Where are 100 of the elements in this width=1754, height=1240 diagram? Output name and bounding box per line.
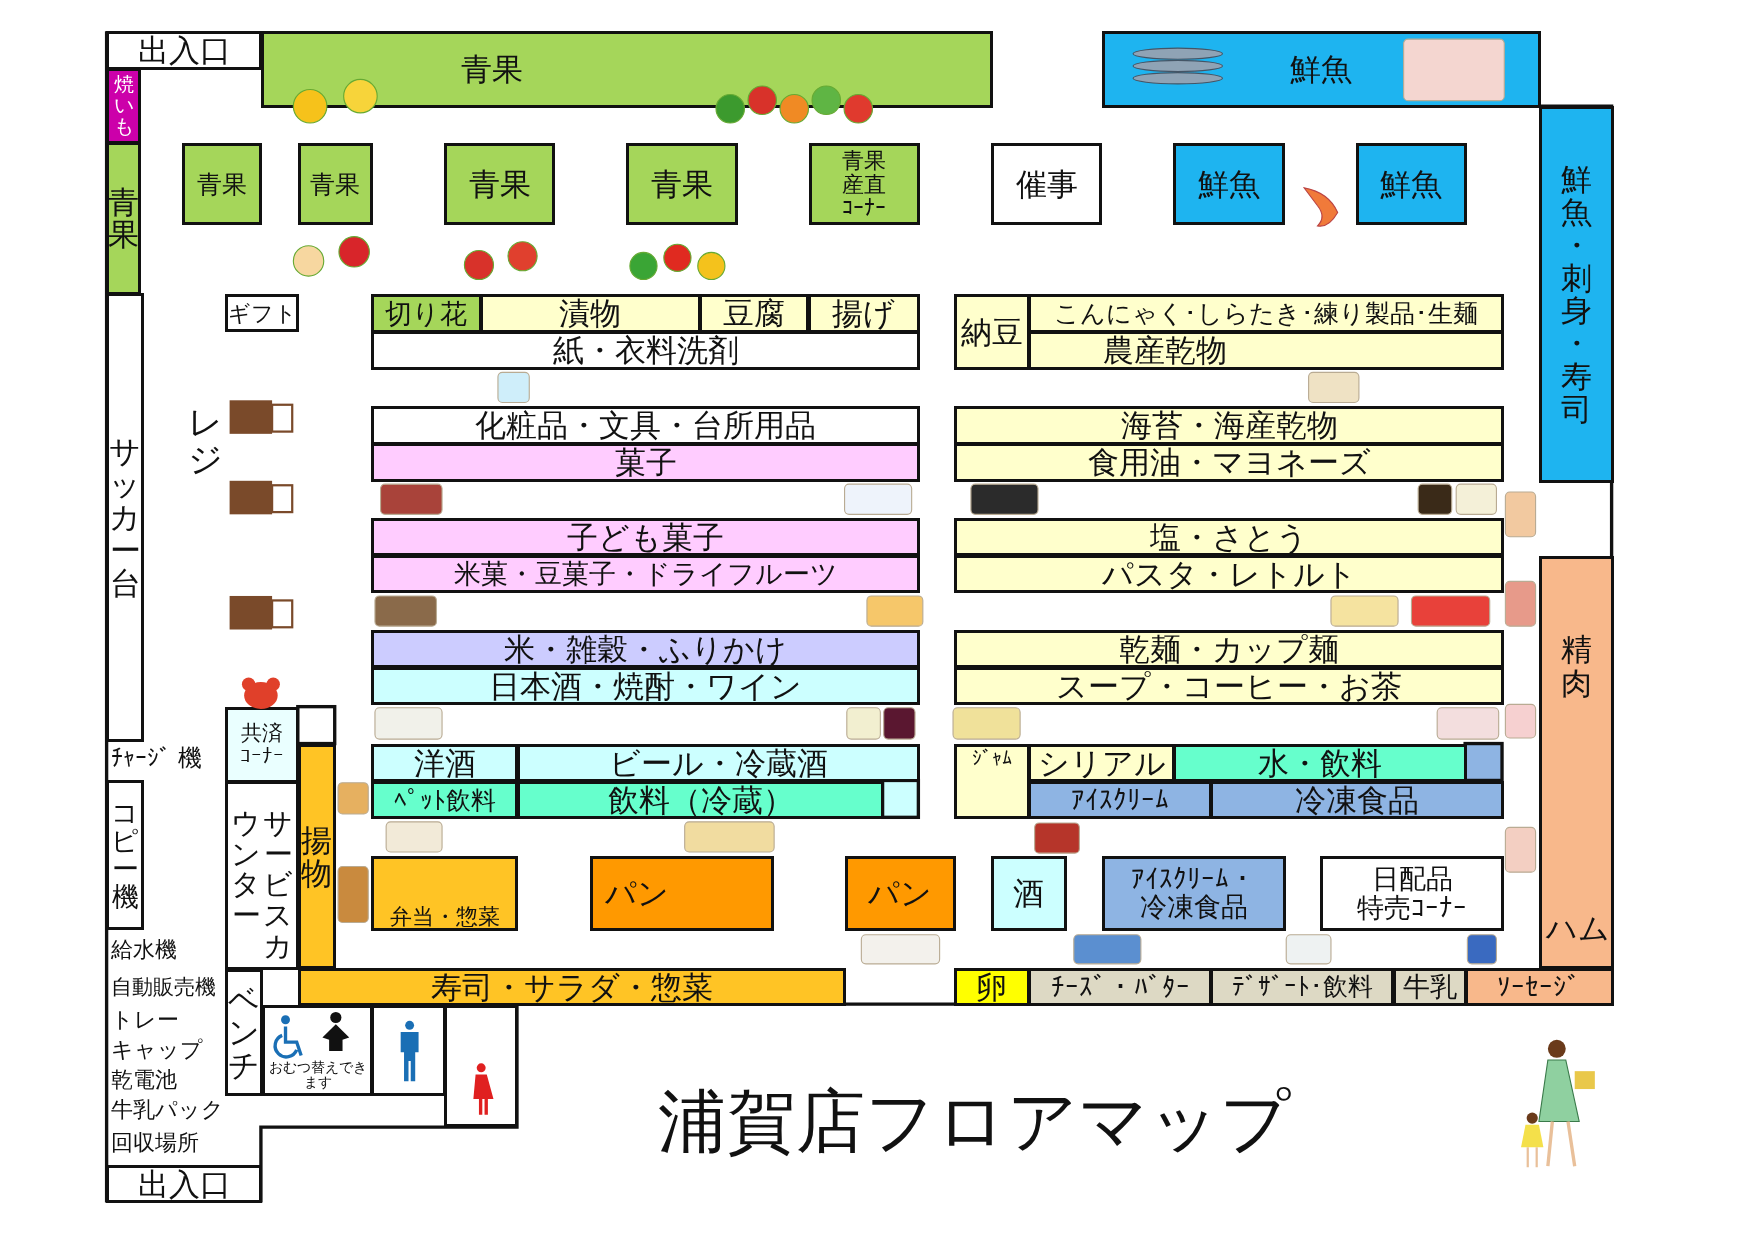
shelf-box xyxy=(954,517,1504,557)
area-label: 青果 xyxy=(108,185,140,252)
machine-label: 自動販売機 xyxy=(110,975,216,999)
area-label: 塩・さとう xyxy=(1150,520,1309,555)
area-label: 青果 xyxy=(651,167,714,202)
area-label: ハム xyxy=(1545,911,1610,946)
area-label: 冷凍食品 xyxy=(1295,782,1420,818)
shelf-box xyxy=(1028,331,1504,370)
area-label: コピー機 xyxy=(111,798,139,912)
womens-restroom xyxy=(444,1004,519,1127)
area-label: 納豆 xyxy=(960,314,1023,350)
shelf-box xyxy=(371,629,921,669)
fish-shelf xyxy=(1355,143,1468,226)
freezer-box xyxy=(1101,855,1286,932)
produce-shelf xyxy=(626,143,738,226)
area-label: 青果産直ｺｰﾅｰ xyxy=(841,149,888,220)
bread-shelf xyxy=(589,855,774,932)
area-label: おむつ替えできます xyxy=(269,1060,368,1091)
area-label: パン xyxy=(868,876,933,911)
meat-counter xyxy=(1539,556,1614,970)
area-label: 寿司・サラダ・惣菜 xyxy=(430,969,713,1005)
area-label: 日配品 xyxy=(1371,863,1453,894)
area-label: 飲料（冷蔵） xyxy=(607,782,794,818)
area-label: 鮮魚 xyxy=(1198,167,1261,202)
area-label: 鮮魚 xyxy=(1290,52,1353,87)
shelf-box xyxy=(371,517,921,557)
recycling-label: 乾電池 xyxy=(110,1067,177,1092)
area-label: 鮮魚 xyxy=(1380,167,1443,202)
bread-shelf xyxy=(844,855,956,932)
shelf-box xyxy=(954,294,1030,370)
recycling-label: トレー xyxy=(110,1006,179,1032)
recycling-label: 牛乳パック xyxy=(110,1097,224,1123)
area-label: ビール・冷蔵酒 xyxy=(608,746,828,781)
copier-box xyxy=(106,779,144,931)
shelf-box xyxy=(1465,967,1614,1007)
area-label: 精肉 xyxy=(1561,631,1594,701)
shelf-box xyxy=(1028,780,1212,820)
area-label: 子ども菓子 xyxy=(567,520,725,555)
produce-shelf xyxy=(444,143,556,226)
recycling-label: キャップ xyxy=(110,1037,203,1062)
area-label: 出入口 xyxy=(137,1166,231,1201)
area-label: 青果 xyxy=(468,167,531,202)
produce-shelf xyxy=(297,143,374,226)
shelf-box xyxy=(1028,743,1176,783)
shelf-box xyxy=(371,406,921,445)
produce-shelf xyxy=(182,143,263,226)
area-label: 焼いも xyxy=(113,74,135,138)
deli-counter xyxy=(297,967,847,1007)
bagging-counter xyxy=(106,293,144,743)
area-label: パン xyxy=(604,876,669,911)
gift-box xyxy=(224,294,300,332)
area-label: パスタ・レトルト xyxy=(1101,556,1357,592)
shelf-box xyxy=(699,294,810,333)
shelf-box xyxy=(954,406,1504,445)
area-label: ﾍﾟｯﾄ飲料 xyxy=(393,786,496,814)
area-label: ｿｰｾｰｼﾞ xyxy=(1497,972,1582,1002)
area-label: 豆腐 xyxy=(723,296,786,331)
area-label: 弁当・惣菜 xyxy=(389,903,500,929)
shelf-box xyxy=(371,743,519,783)
area-label: ｼﾞｬﾑ xyxy=(971,746,1012,769)
fish-counter xyxy=(1539,106,1614,483)
area-label: 青果 xyxy=(461,52,524,87)
area-label: 牛乳 xyxy=(1402,972,1457,1002)
shelf-box xyxy=(954,629,1504,669)
area-label: こんにゃく･しらたき･練り製品･生麺 xyxy=(1054,299,1478,327)
liquor-shelf xyxy=(991,855,1067,932)
shelf-box xyxy=(954,967,1030,1007)
area-label: 青果 xyxy=(197,170,248,198)
area-label: 鮮魚・刺身・寿司 xyxy=(1560,163,1593,426)
area-label: 酒 xyxy=(1013,876,1045,911)
shelf-box xyxy=(371,780,519,820)
area-label: 日本酒・焼酎・ワイン xyxy=(489,668,803,704)
fried-food-shelf xyxy=(297,743,337,970)
entrance-box xyxy=(106,31,263,70)
area-label: 催事 xyxy=(1015,167,1078,202)
area-label: ベンチ xyxy=(228,982,261,1082)
special-sale-box xyxy=(1320,855,1504,932)
area-label: 食用油・マヨネーズ xyxy=(1087,445,1371,480)
shelf-box xyxy=(479,294,701,333)
area-label: 漬物 xyxy=(559,296,622,331)
area-label: ﾃﾞｻﾞｰﾄ･飲料 xyxy=(1231,973,1373,1001)
shelf-box xyxy=(1210,780,1504,820)
area-label: 米・雑穀・ふりかけ xyxy=(504,631,788,667)
shelf-box xyxy=(371,554,921,594)
shelf-box xyxy=(371,443,921,482)
area-label: 農産乾物 xyxy=(1103,333,1228,368)
area-label: 切り花 xyxy=(385,298,468,329)
recycling-label: 回収場所 xyxy=(110,1129,199,1155)
shelf-box xyxy=(807,294,920,333)
area-label: 海苔・海産乾物 xyxy=(1120,408,1338,443)
shelf-box xyxy=(954,443,1504,482)
area-label: 共済ｺｰﾅｰ xyxy=(239,722,285,768)
fish-shelf xyxy=(1173,143,1285,226)
area-label: 特売ｺｰﾅｰ xyxy=(1357,893,1467,923)
area-label: ｱｲｽｸﾘｰﾑ・冷凍食品 xyxy=(1130,865,1258,922)
register-label: レジ xyxy=(187,404,223,479)
shelf-box xyxy=(954,666,1504,706)
entrance-box xyxy=(106,1164,263,1204)
area-label: 乾麺・カップ麺 xyxy=(1119,631,1340,667)
area-label: 洋酒 xyxy=(413,746,476,781)
